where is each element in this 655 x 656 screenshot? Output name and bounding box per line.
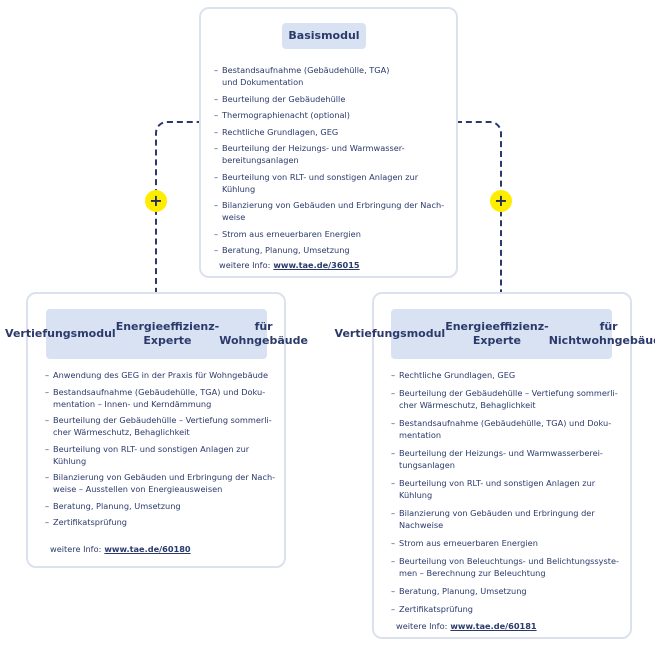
list-item: Beurteilung von RLT- und sonstigen Anlag… (214, 171, 450, 195)
wohn-module-title: Vertiefungsmodul Energieeffizienz-Expert… (5, 309, 308, 359)
list-item: Beratung, Planung, Umsetzung (391, 585, 627, 597)
title-line: für Nichtwohngebäude (548, 320, 655, 347)
list-item: Strom aus erneuerbaren Energien (214, 228, 450, 240)
list-item: Bestandsaufnahme (Gebäudehülle, TGA) und… (214, 64, 450, 88)
list-item: Bestandsaufnahme (Gebäudehülle, TGA) und… (45, 386, 281, 410)
list-item: Strom aus erneuerbaren Energien (391, 537, 627, 549)
list-item: Beurteilung von RLT- und sonstigen Anlag… (45, 443, 281, 467)
nwohn-module-list: Rechtliche Grundlagen, GEG Beurteilung de… (391, 369, 627, 621)
more-info-label: weitere Info: (50, 544, 102, 554)
basis-more-info: weitere Info:www.tae.de/36015 (219, 260, 360, 270)
list-item: Rechtliche Grundlagen, GEG (214, 126, 450, 138)
title-line: Vertiefungsmodul (5, 327, 116, 340)
more-info-label: weitere Info: (219, 260, 271, 270)
list-item: Beurteilung der Gebäudehülle (214, 93, 450, 105)
list-item: Beratung, Planung, Umsetzung (45, 500, 281, 512)
wohn-more-info: weitere Info:www.tae.de/60180 (50, 544, 191, 554)
list-item: Bilanzierung von Gebäuden und Erbringung… (214, 199, 450, 223)
title-line: Energieeffizienz-Experte (115, 320, 220, 347)
list-item: Beurteilung der Gebäudehülle – Vertiefun… (391, 387, 627, 411)
list-item: Zertifikatsprüfung (45, 516, 281, 528)
wohn-module-card: Vertiefungsmodul Energieeffizienz-Expert… (5, 292, 308, 568)
plus-icon: + (145, 190, 167, 212)
list-item: Beratung, Planung, Umsetzung (214, 244, 450, 256)
list-item: Anwendung des GEG in der Praxis für Wohn… (45, 369, 281, 381)
nwohn-module-title: Vertiefungsmodul Energieeffizienz-Expert… (335, 309, 655, 359)
list-item: Bilanzierung von Gebäuden und Erbringung… (45, 471, 281, 495)
basis-module-title: Basismodul (282, 23, 366, 49)
list-item: Beurteilung von RLT- und sonstigen Anlag… (391, 477, 627, 501)
list-item: Zertifikatsprüfung (391, 603, 627, 615)
wohn-more-info-link[interactable]: www.tae.de/60180 (104, 544, 191, 554)
list-item: Rechtliche Grundlagen, GEG (391, 369, 627, 381)
nwohn-more-info-link[interactable]: www.tae.de/60181 (450, 621, 537, 631)
title-line: Energieeffizienz-Experte (445, 320, 549, 347)
list-item: Beurteilung der Heizungs- und Warmwasser… (391, 447, 627, 471)
wohn-module-list: Anwendung des GEG in der Praxis für Wohn… (45, 369, 281, 533)
list-item: Beurteilung der Heizungs- und Warmwasser… (214, 142, 450, 166)
basis-module-card: Basismodul Bestandsaufnahme (Gebäudehüll… (199, 7, 458, 278)
basis-more-info-link[interactable]: www.tae.de/36015 (273, 260, 360, 270)
list-item: Beurteilung der Gebäudehülle – Vertiefun… (45, 414, 281, 438)
nwohn-module-card: Vertiefungsmodul Energieeffizienz-Expert… (335, 292, 655, 639)
list-item: Beurteilung von Beleuchtungs- und Belich… (391, 555, 627, 579)
basis-module-list: Bestandsaufnahme (Gebäudehülle, TGA) und… (214, 64, 450, 261)
nwohn-more-info: weitere Info:www.tae.de/60181 (396, 621, 537, 631)
title-line: für Wohngebäude (219, 320, 308, 347)
list-item: Bestandsaufnahme (Gebäudehülle, TGA) und… (391, 417, 627, 441)
list-item: Bilanzierung von Gebäuden und Erbringung… (391, 507, 627, 531)
title-line: Vertiefungsmodul (334, 327, 446, 340)
more-info-label: weitere Info: (396, 621, 448, 631)
list-item: Thermographienacht (optional) (214, 109, 450, 121)
plus-icon: + (490, 190, 512, 212)
